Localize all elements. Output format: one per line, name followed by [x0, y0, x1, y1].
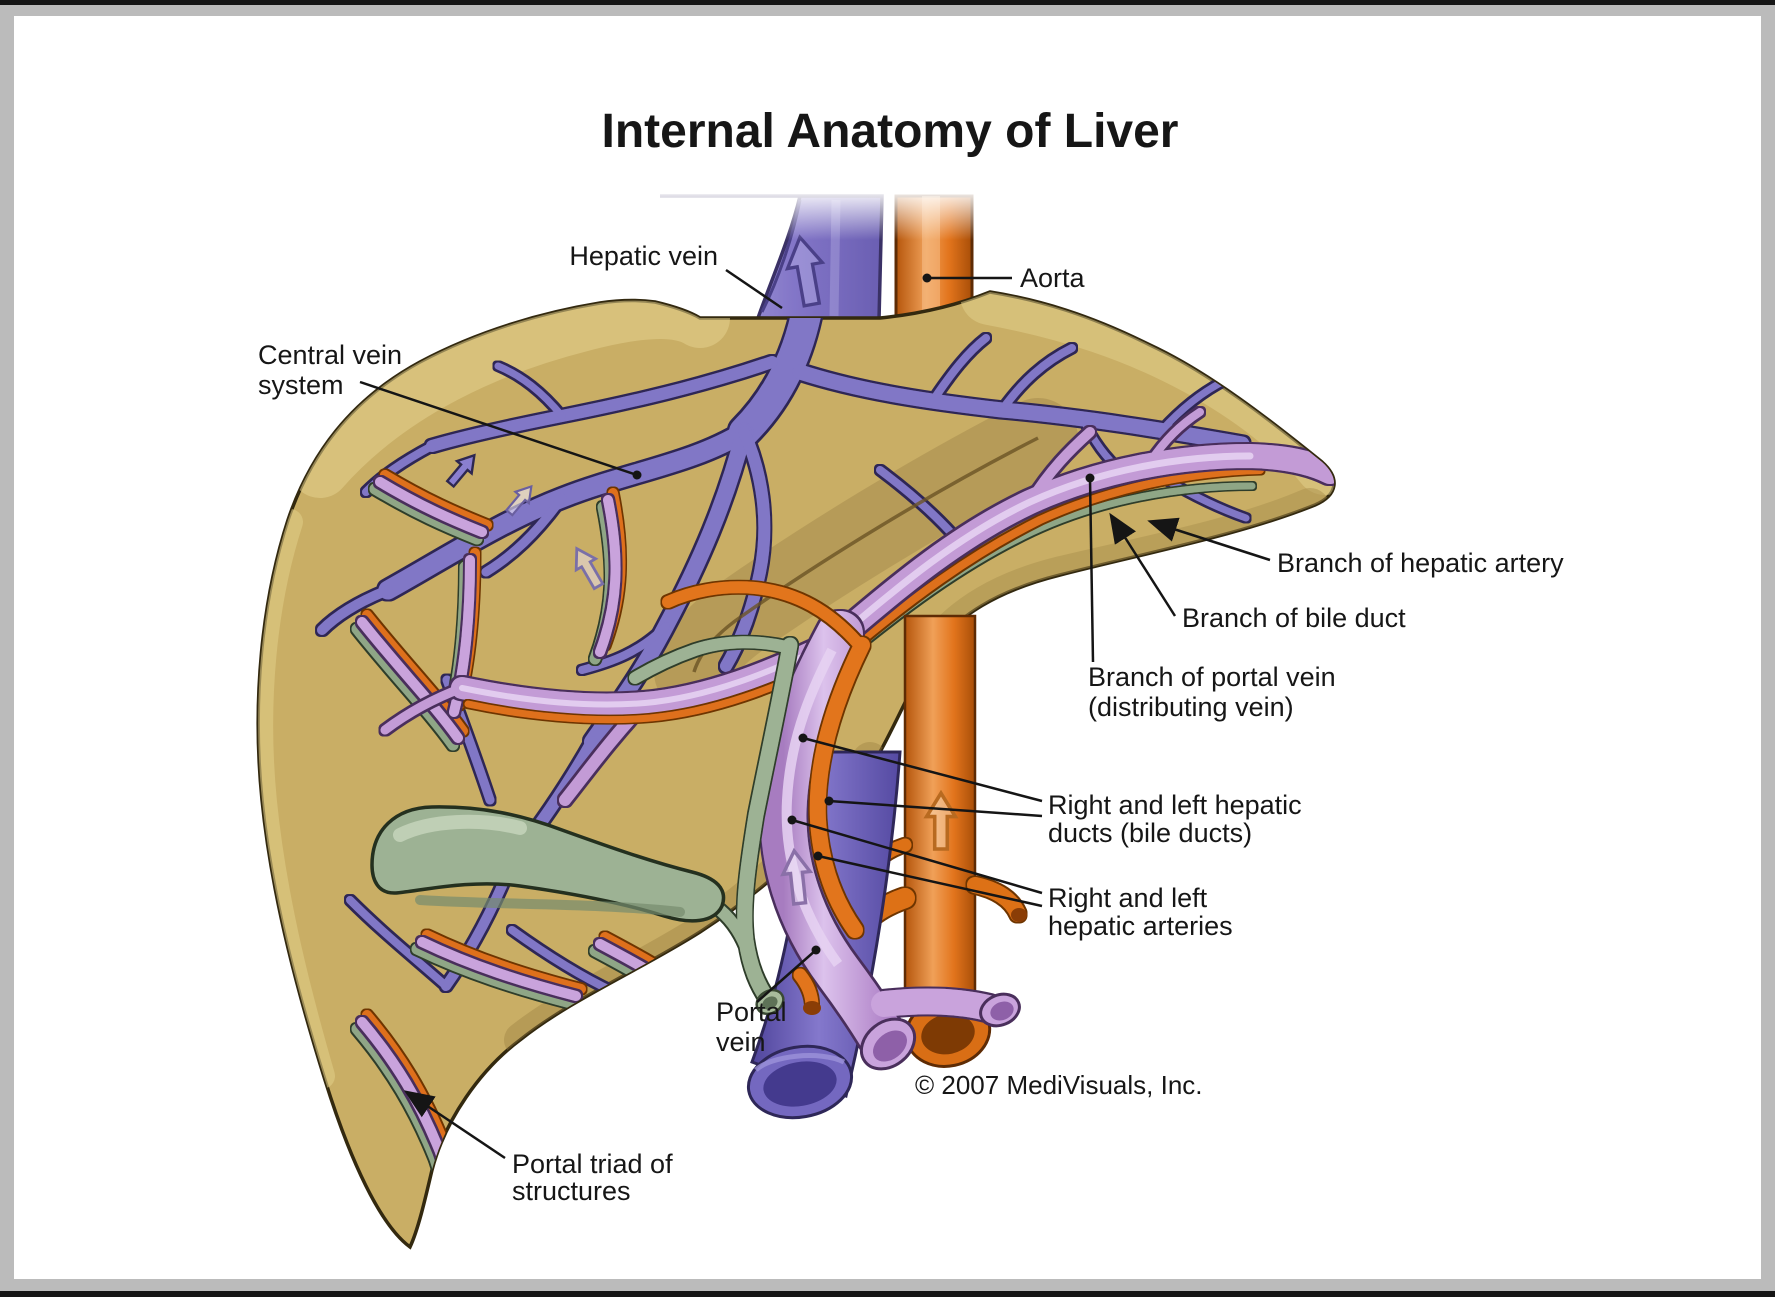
bile-duct-cut-lumen: [762, 996, 778, 1010]
leader-lines: [359, 268, 1271, 1160]
hepatic-bile-ducts: [629, 636, 798, 1008]
label-central-vein-line1: Central vein: [258, 340, 402, 370]
gallbladder: [370, 805, 726, 923]
portal-vein-cut-lumen: [873, 1030, 907, 1062]
artery-stub-lumen: [803, 1001, 821, 1015]
leader-portal-triad: [403, 1090, 506, 1160]
page-title: Internal Anatomy of Liver: [602, 105, 1179, 158]
leader-branch-hepatic-artery: [1147, 517, 1271, 562]
copyright-notice: © 2007 MediVisuals, Inc.: [915, 1070, 1203, 1100]
label-rl-ducts-line2: ducts (bile ducts): [1048, 818, 1252, 848]
frame-bottom-edge: [0, 1291, 1775, 1297]
label-portal-vein-line2: vein: [716, 1027, 766, 1057]
leader-portal-vein: [756, 949, 817, 1003]
leader-ducts-1: [802, 736, 1043, 803]
label-aorta: Aorta: [1020, 263, 1086, 293]
label-branch-portal-vein-line2: (distributing vein): [1088, 692, 1294, 722]
frame-top-edge: [0, 0, 1775, 5]
portal-vein-highlight: [781, 647, 843, 967]
label-branch-bile-duct: Branch of bile duct: [1182, 603, 1406, 633]
leader-central-vein-system: [359, 380, 638, 477]
leader-branch-bile-duct: [1109, 512, 1177, 617]
tube-top-fade: [630, 188, 990, 240]
leader-dots: [632, 273, 1095, 955]
label-portal-vein-line1: Portal: [716, 997, 787, 1027]
leader-hepatic-vein: [725, 268, 783, 310]
leader-arteries-1: [791, 818, 1043, 895]
label-rl-arteries-line2: hepatic arteries: [1048, 911, 1233, 941]
portal-branch-cut-lumen: [990, 1001, 1014, 1021]
leader-arteries-2: [817, 854, 1043, 908]
label-rl-ducts-line1: Right and left hepatic: [1048, 790, 1302, 820]
label-hepatic-vein: Hepatic vein: [569, 241, 718, 271]
label-portal-triad-line2: structures: [512, 1176, 631, 1206]
leader-branch-portal-vein: [1088, 477, 1095, 663]
label-branch-hepatic-artery: Branch of hepatic artery: [1277, 548, 1564, 578]
label-portal-triad-line1: Portal triad of: [512, 1149, 673, 1179]
label-central-vein-line2: system: [258, 370, 344, 400]
label-branch-portal-vein-line1: Branch of portal vein: [1088, 662, 1336, 692]
label-rl-arteries-line1: Right and left: [1048, 883, 1208, 913]
leader-ducts-2: [828, 799, 1043, 818]
